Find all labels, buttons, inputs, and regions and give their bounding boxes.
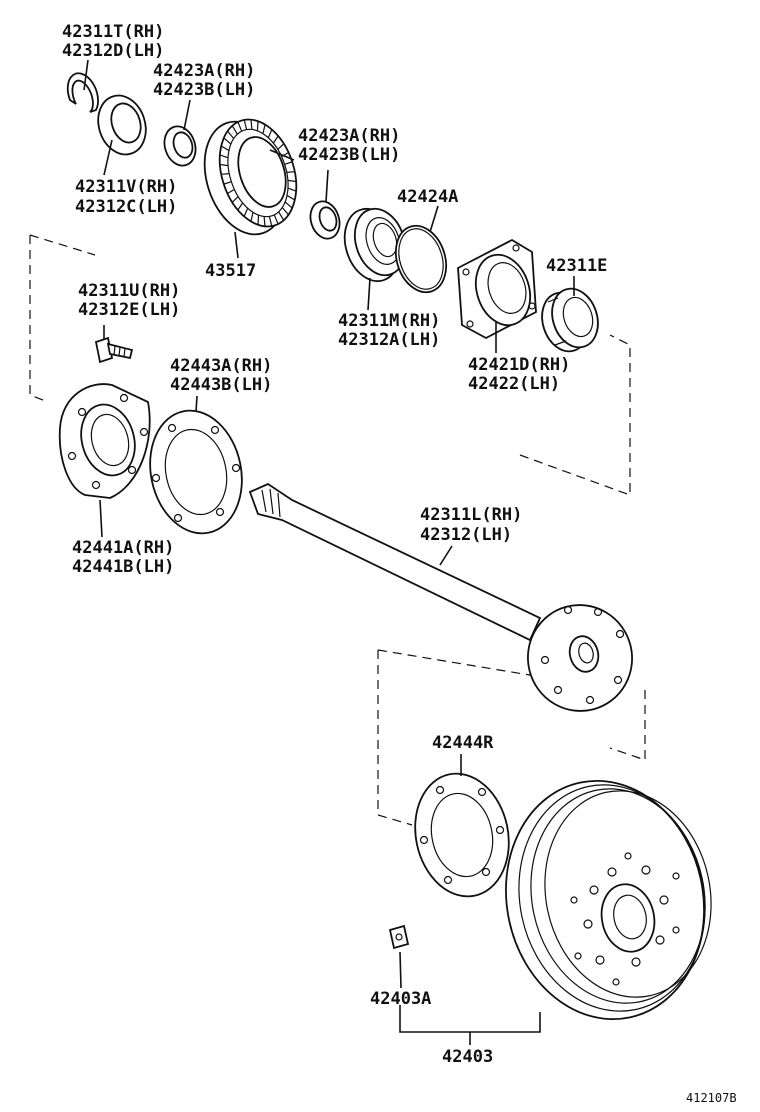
callout-backing-plate-line2: 42443B(LH) (170, 375, 272, 395)
abs-rotor[interactable] (191, 110, 309, 245)
callout-snap-ring-line2: 42312D(LH) (62, 41, 164, 61)
rotor-tooth (220, 145, 230, 152)
rotor-tooth (287, 179, 297, 183)
outer-spacer[interactable] (160, 122, 201, 169)
callout-hub-bearing-line2: 42312A(LH) (338, 330, 440, 350)
callout-axle-shaft-line1: 42311L(RH) (420, 505, 522, 525)
rotor-tooth (237, 121, 243, 132)
snap-ring[interactable] (66, 72, 99, 113)
axle-shaft[interactable] (248, 482, 644, 723)
callout-hub-bolt-line2: 42312E(LH) (78, 300, 180, 320)
callout-hub-bearing-line1: 42311M(RH) (338, 311, 440, 331)
rotor-tooth (219, 154, 229, 159)
callout-bearing-case-line2: 42422(LH) (468, 374, 560, 394)
rotor-tooth (287, 187, 297, 192)
rotor-tooth (286, 194, 296, 201)
callout-gasket: 42444R (432, 733, 494, 753)
callout-hole-plug: 42403A (370, 989, 431, 1009)
assembly-guide-lines (29, 234, 646, 826)
brake-drum[interactable] (484, 762, 730, 1038)
rotor-tooth (281, 207, 289, 216)
rotor-tooth (227, 130, 235, 139)
rotor-tooth (231, 125, 238, 135)
rotor-tooth (243, 207, 249, 217)
callout-bearing-retainer-line1: 42311V(RH) (75, 177, 177, 197)
callout-labels: 42311T(RH) 42312D(LH) 42311V(RH) 42312C(… (62, 22, 737, 1105)
callout-bearing-retainer-line2: 42312C(LH) (75, 197, 177, 217)
callout-snap-ring-line1: 42311T(RH) (62, 22, 164, 42)
rotor-tooth (267, 129, 273, 139)
hole-plug[interactable] (388, 924, 410, 950)
bearing-retainer[interactable] (91, 89, 153, 160)
callout-axle-shaft-line2: 42312(LH) (420, 525, 512, 545)
rotor-tooth (286, 171, 295, 173)
callout-inner-spacer-line2: 42423B(LH) (298, 145, 400, 165)
callout-inner-spacer-line1: 42423A(RH) (298, 126, 400, 146)
gasket[interactable] (404, 765, 520, 905)
rotor-tooth (221, 173, 230, 175)
hub-bearing[interactable] (336, 202, 413, 288)
hub-bolt[interactable] (94, 336, 134, 364)
rotor-tooth (284, 201, 293, 209)
inner-spacer[interactable] (306, 198, 344, 243)
rotor-tooth (223, 137, 232, 145)
bearing-case[interactable] (457, 238, 539, 340)
rotor-tooth (237, 202, 244, 211)
callout-backing-plate-line1: 42443A(RH) (170, 356, 272, 376)
rotor-tooth (257, 215, 260, 225)
rotor-tooth (277, 143, 285, 150)
callout-abs-rotor: 43517 (205, 261, 256, 281)
rotor-tooth (268, 216, 273, 227)
callout-outer-spacer-line2: 42423B(LH) (153, 80, 255, 100)
rotor-tooth (272, 135, 279, 144)
callout-brake-drum: 42403 (442, 1047, 493, 1067)
rotor-tooth (227, 188, 235, 195)
callout-bearing-case-line1: 42421D(RH) (468, 355, 570, 375)
rotor-tooth (231, 196, 239, 203)
rotor-tooth (273, 214, 279, 225)
callout-retainer-plate-line2: 42441B(LH) (72, 557, 174, 577)
callout-retainer-plate-line1: 42441A(RH) (72, 538, 174, 558)
rotor-tooth (284, 161, 293, 165)
o-ring[interactable] (388, 219, 455, 299)
rotor-tooth (278, 211, 285, 221)
rotor-tooth (256, 121, 259, 131)
callout-oil-seal: 42311E (546, 256, 607, 276)
rotor-tooth (250, 119, 253, 130)
backing-plate[interactable] (139, 402, 253, 542)
rotor-tooth (262, 124, 266, 134)
rotor-tooth (250, 212, 254, 222)
rotor-tooth (263, 216, 266, 227)
retainer-plate[interactable] (58, 383, 151, 499)
rotor-tooth (243, 119, 248, 130)
rotor-tooth (219, 163, 229, 167)
callout-o-ring: 42424A (397, 187, 458, 207)
leader-lines (83, 59, 575, 1045)
callout-hub-bolt-line1: 42311U(RH) (78, 281, 180, 301)
oil-seal[interactable] (535, 283, 605, 358)
callout-outer-spacer-line1: 42423A(RH) (153, 61, 255, 81)
catalog-id: 412107B (686, 1091, 737, 1105)
rotor-tooth (223, 181, 232, 185)
